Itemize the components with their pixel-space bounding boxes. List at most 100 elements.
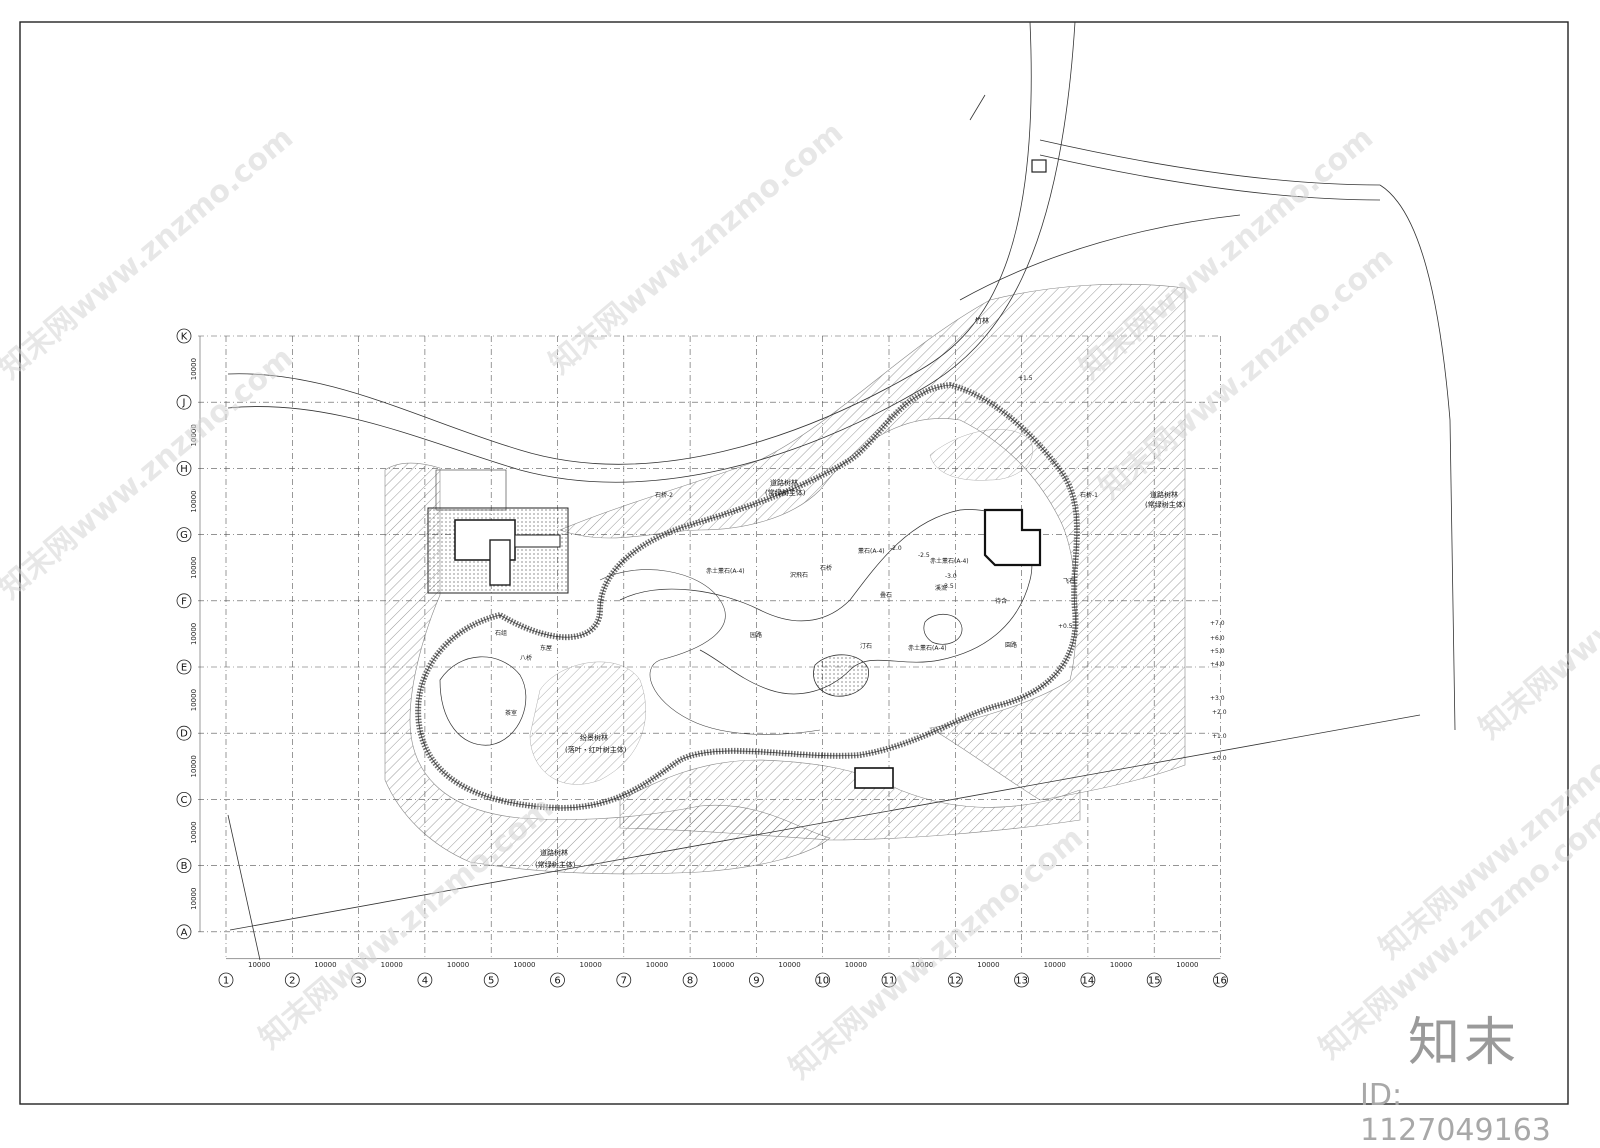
grid-col-label: 13 — [1015, 976, 1028, 987]
elevation-label: +4.0 — [1210, 661, 1225, 668]
bamboo-label: 竹林 — [975, 316, 989, 325]
corridor — [514, 534, 561, 548]
elevation-label: +6.0 — [1210, 635, 1225, 642]
grid-row-spacing: 10000 — [190, 557, 198, 579]
grid-col-label: 12 — [949, 976, 962, 987]
east-forest-label: 道路树林 — [1150, 490, 1178, 499]
elevation-labels: +7.0+6.0+5.0+4.0+3.0+2.0+1.0±0.0-2.0-2.5… — [890, 375, 1227, 762]
north-forest-sublabel: (常绿树主体) — [765, 488, 806, 497]
north-forest-label: 道路树林 — [770, 478, 798, 487]
south-forest-hatch — [619, 759, 1081, 841]
plan-annotation: 石组 — [495, 629, 507, 637]
plan-annotation: 溪流 — [935, 584, 947, 592]
grid-col-spacing: 10000 — [580, 961, 602, 969]
grid-col-label: 16 — [1214, 976, 1227, 987]
grid-col-spacing: 10000 — [513, 961, 535, 969]
grid-col-label: 15 — [1148, 976, 1161, 987]
grid-col-bubble — [616, 972, 632, 988]
pavilion-south — [854, 767, 894, 789]
grid-col-spacing: 10000 — [1176, 961, 1198, 969]
plan-annotation: 飞石 — [1063, 578, 1075, 585]
plan-annotation: 沢飛石 — [790, 571, 808, 579]
east-inner-hatch — [929, 429, 1033, 481]
grid-col-label: 9 — [753, 976, 759, 987]
grid-row-bubble — [176, 924, 192, 940]
elevation-label: +3.0 — [1210, 695, 1225, 702]
grid-col-bubble — [1146, 972, 1162, 988]
plan-annotation: 赤土薰石(A-4) — [930, 557, 969, 565]
plan-annotation: 園路 — [1005, 641, 1017, 649]
elevation-label: +0.5 — [1058, 623, 1073, 630]
grid-col-label: 5 — [488, 976, 494, 987]
outer-path-edge — [417, 384, 1078, 809]
grid-col-label: 1 — [223, 976, 229, 987]
elevation-label: +1.0 — [1212, 733, 1227, 740]
elevation-label: +1.5 — [1018, 375, 1033, 382]
zone-labels: 道路树林 (常绿树主体) 道路树林 (常绿树主体) 道路树林 (常绿树主体) 纷… — [535, 316, 1186, 869]
stream-west — [599, 569, 821, 735]
axis-grid: K10000J10000H10000G10000F10000E10000D100… — [176, 328, 1228, 988]
drawing-border — [19, 21, 1569, 1105]
elevation-label: -3.5 — [942, 583, 954, 590]
grid-col-spacing: 10000 — [248, 961, 270, 969]
annotations: 赤土薰石(A-4)赤土薰石(A-4)薰石(A-4)赤土薰石(A-4)叠石石桥沢飛… — [495, 491, 1098, 717]
grid-row-label: H — [180, 464, 188, 475]
grid-col-label: 8 — [687, 976, 693, 987]
grid-col-label: 7 — [621, 976, 627, 987]
watermark-text: 知末网www.znzmo.com — [783, 820, 1090, 1086]
grid-col-bubble — [417, 972, 433, 988]
south-forest-sublabel: (常绿树主体) — [535, 860, 576, 869]
south-forest-label: 道路树林 — [540, 848, 568, 857]
watermark-text: 知末网www.znzmo.com — [1073, 120, 1380, 386]
grid-col-label: 6 — [554, 976, 560, 987]
grid-row-spacing: 10000 — [190, 490, 198, 512]
plan-annotation: 东屋 — [540, 644, 552, 652]
brand-logo: 知末 — [1408, 1013, 1521, 1073]
grid-col-bubble — [881, 972, 897, 988]
grid-col-bubble — [550, 972, 565, 988]
elevation-label: -2.5 — [918, 552, 930, 559]
grid-col-spacing: 10000 — [712, 961, 734, 969]
grid-col-label: 4 — [422, 976, 428, 987]
grid-col-bubble — [284, 972, 300, 988]
forest-zones — [384, 283, 1186, 875]
grid-row-bubble — [176, 659, 192, 675]
grid-col-spacing: 10000 — [646, 961, 668, 969]
plan-annotation: 薰石(A-4) — [858, 547, 885, 555]
grid-col-label: 3 — [355, 976, 361, 987]
grid-col-spacing: 10000 — [977, 961, 999, 969]
east-forest-sublabel: (常绿树主体) — [1145, 500, 1186, 509]
watermark-text: 知末网www.znzmo.com — [253, 790, 560, 1056]
elevation-label: +2.0 — [1212, 709, 1227, 716]
inner-grove-hatch — [529, 661, 646, 785]
grid-row-label: J — [182, 398, 186, 409]
grid-row-label: G — [180, 530, 188, 541]
grid-row-bubble — [176, 394, 192, 410]
grid-col-bubble — [749, 972, 764, 988]
grid-col-bubble — [682, 972, 698, 988]
grid-col-spacing: 10000 — [845, 961, 867, 969]
grid-row-spacing: 10000 — [190, 358, 198, 380]
pond-east — [923, 614, 963, 645]
grid-col-spacing: 10000 — [381, 961, 403, 969]
watermark-text: 知末网www.znzmo.com — [0, 340, 300, 606]
plan-annotation: 石桥-2 — [655, 491, 673, 499]
elevation-label: -2.0 — [890, 545, 902, 552]
plan-annotation: 赤土薰石(A-4) — [908, 644, 947, 652]
grid-col-bubble — [1014, 972, 1029, 988]
grid-row-spacing: 10000 — [190, 755, 198, 777]
grid-row-bubble — [176, 792, 192, 807]
gate-building — [1031, 159, 1047, 173]
grid-row-label: D — [180, 729, 188, 740]
west-grove-sublabel: (落叶・红叶树主体) — [565, 745, 627, 754]
plan-annotation: 赤土薰石(A-4) — [706, 567, 745, 575]
elevation-label: ±0.0 — [1212, 755, 1227, 762]
entrance-plot — [435, 469, 507, 511]
grid-row-bubble — [176, 725, 192, 741]
plan-annotation: 石桥 — [820, 564, 832, 572]
grid-row-bubble — [176, 858, 192, 873]
grid-row-label: K — [181, 332, 188, 343]
grid-row-bubble — [176, 460, 192, 476]
grid-col-spacing: 10000 — [911, 961, 933, 969]
grid-row-spacing: 10000 — [190, 689, 198, 711]
